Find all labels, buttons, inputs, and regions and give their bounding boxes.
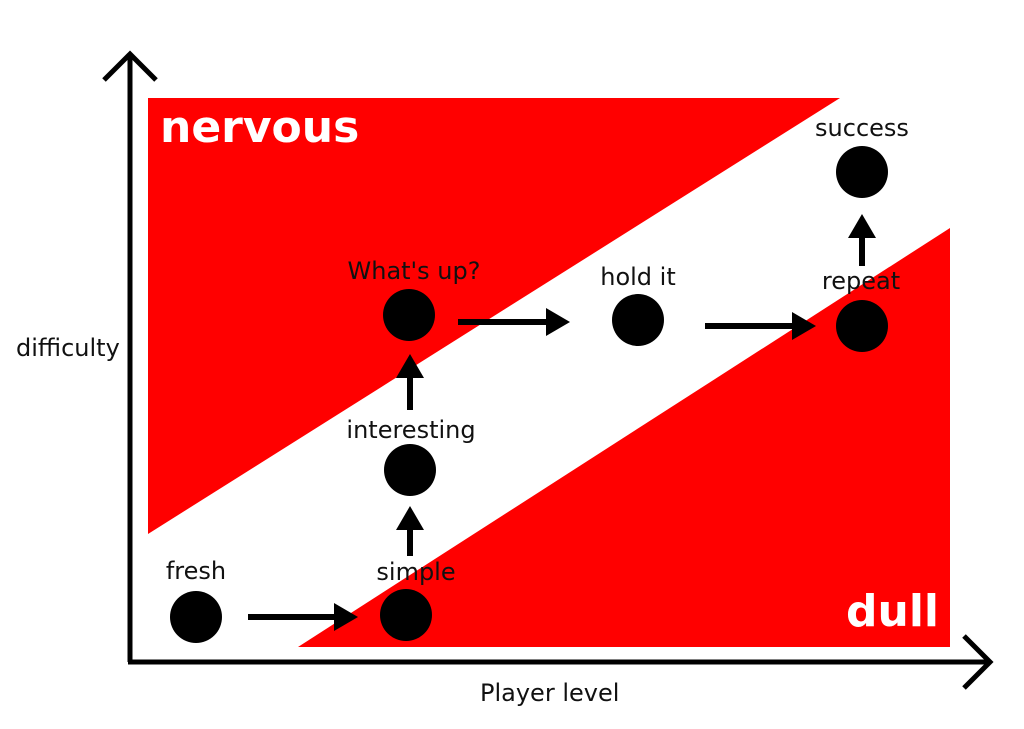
arrow-fresh-to-simple [248, 603, 358, 631]
node-interesting-label: interesting [346, 416, 475, 444]
x-axis [128, 634, 994, 690]
node-hold-it: hold it [600, 263, 676, 346]
arrow-simple-to-interesting [396, 506, 424, 556]
arrow-interesting-to-whats-up [396, 354, 424, 410]
nervous-zone [148, 98, 840, 534]
arrow-head [396, 506, 424, 530]
arrow-whats-up-to-hold-it [458, 308, 570, 336]
node-whats-up: What's up? [348, 257, 481, 341]
node-repeat: repeat [822, 267, 900, 352]
node-simple: simple [376, 558, 456, 641]
node-hold-it-circle [612, 294, 664, 346]
node-success: success [815, 114, 909, 198]
node-fresh-circle [170, 591, 222, 643]
arrow-head [546, 308, 570, 336]
x-axis-label: Player level [480, 679, 619, 707]
node-simple-label: simple [376, 558, 455, 586]
y-axis-label: difficulty [16, 334, 120, 362]
arrow-head [396, 354, 424, 378]
node-success-label: success [815, 114, 909, 142]
node-success-circle [836, 146, 888, 198]
node-interesting: interesting [346, 416, 476, 496]
arrow-hold-it-to-repeat [705, 312, 816, 340]
edges-layer [248, 214, 876, 631]
nervous-label: nervous [160, 102, 359, 153]
y-axis [102, 50, 158, 662]
node-repeat-circle [836, 300, 888, 352]
arrow-repeat-to-success [848, 214, 876, 266]
arrow-head [334, 603, 358, 631]
node-repeat-label: repeat [822, 267, 900, 295]
node-fresh-label: fresh [166, 557, 226, 585]
node-fresh: fresh [166, 557, 226, 643]
node-interesting-circle [384, 444, 436, 496]
node-whats-up-circle [383, 289, 435, 341]
dull-zone [298, 228, 950, 647]
arrow-head [792, 312, 816, 340]
node-whats-up-label: What's up? [348, 257, 481, 285]
arrow-head [848, 214, 876, 238]
node-simple-circle [380, 589, 432, 641]
dull-label: dull [846, 586, 939, 637]
node-hold-it-label: hold it [600, 263, 676, 291]
